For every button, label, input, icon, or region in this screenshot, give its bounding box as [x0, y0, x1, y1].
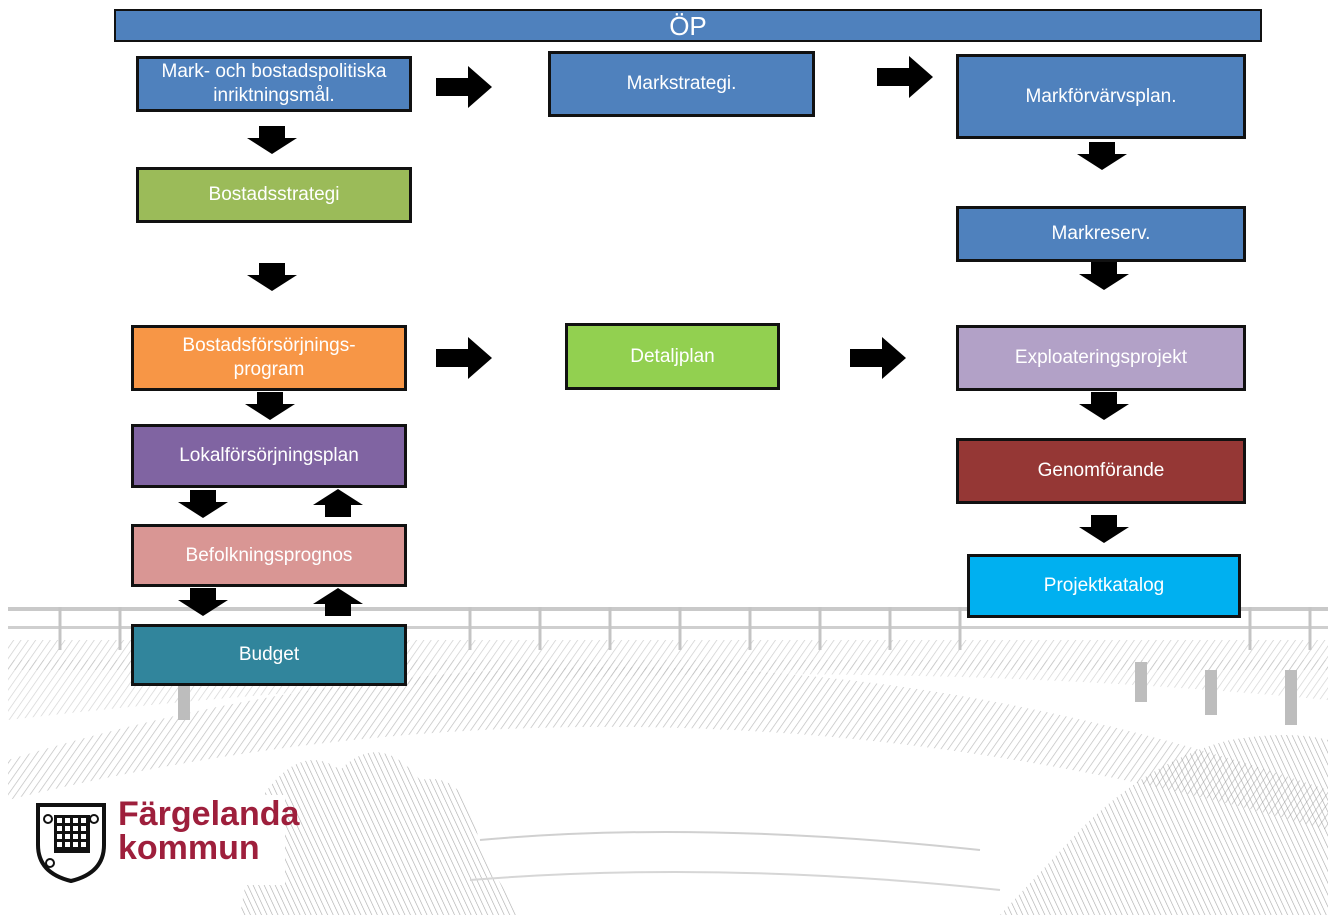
arrow-down-icon [245, 392, 295, 420]
arrow-down-icon [247, 263, 297, 291]
box-label: Markstrategi. [626, 73, 737, 94]
arrow-down-icon [1077, 142, 1127, 170]
box-lokalforsorjningsplan: Lokalförsörjningsplan [131, 424, 407, 488]
op-banner: ÖP [114, 9, 1262, 42]
box-budget: Budget [131, 624, 407, 686]
box-label: Markreserv. [1051, 223, 1151, 244]
box-markreserv: Markreserv. [956, 206, 1246, 262]
box-label: Genomförande [1037, 460, 1165, 481]
box-bostadsforsorjningsprogram: Bostadsförsörjnings-program [131, 325, 407, 391]
box-label: Detaljplan [630, 345, 715, 367]
arrow-down-icon [247, 126, 297, 154]
box-label: Markförvärvsplan. [1025, 85, 1177, 107]
logo-text: Färgelanda kommun [118, 797, 299, 865]
box-exploateringsprojekt: Exploateringsprojekt [956, 325, 1246, 391]
arrow-right-icon [877, 56, 933, 98]
box-label: Projektkatalog [1043, 575, 1165, 596]
box-genomforande: Genomförande [956, 438, 1246, 504]
box-mark-bostadspolitiska: Mark- och bostadspolitiska inriktningsmå… [136, 56, 412, 112]
arrow-down-icon [178, 490, 228, 518]
logo-line-2: kommun [118, 829, 260, 867]
box-markforvarvsplan: Markförvärvsplan. [956, 54, 1246, 139]
coat-of-arms-icon [36, 803, 106, 883]
box-befolkningsprognos: Befolkningsprognos [131, 524, 407, 587]
fargelanda-logo: Färgelanda kommun [30, 795, 299, 885]
arrow-right-icon [436, 337, 492, 379]
arrow-down-icon [1079, 515, 1129, 543]
box-label: Budget [238, 644, 300, 665]
box-bostadsstrategi: Bostadsstrategi [136, 167, 412, 223]
logo-line-1: Färgelanda [118, 795, 300, 833]
box-label: Bostadsförsörjnings-program [182, 335, 356, 380]
box-detaljplan: Detaljplan [565, 323, 780, 390]
box-projektkatalog: Projektkatalog [967, 554, 1241, 618]
box-label: Exploateringsprojekt [1014, 347, 1188, 368]
arrow-down-icon [1079, 392, 1129, 420]
box-markstrategi: Markstrategi. [548, 51, 815, 117]
op-banner-label: ÖP [669, 10, 707, 41]
arrow-up-icon [313, 588, 363, 616]
arrow-down-icon [1079, 262, 1129, 290]
arrow-up-icon [313, 489, 363, 517]
arrow-right-icon [850, 337, 906, 379]
arrow-down-icon [178, 588, 228, 616]
box-label: Lokalförsörjningsplan [179, 445, 359, 466]
box-label: Bostadsstrategi [208, 184, 340, 205]
arrow-right-icon [436, 66, 492, 108]
box-label: Befolkningsprognos [185, 544, 353, 566]
box-label: Mark- och bostadspolitiska inriktningsmå… [161, 61, 387, 106]
